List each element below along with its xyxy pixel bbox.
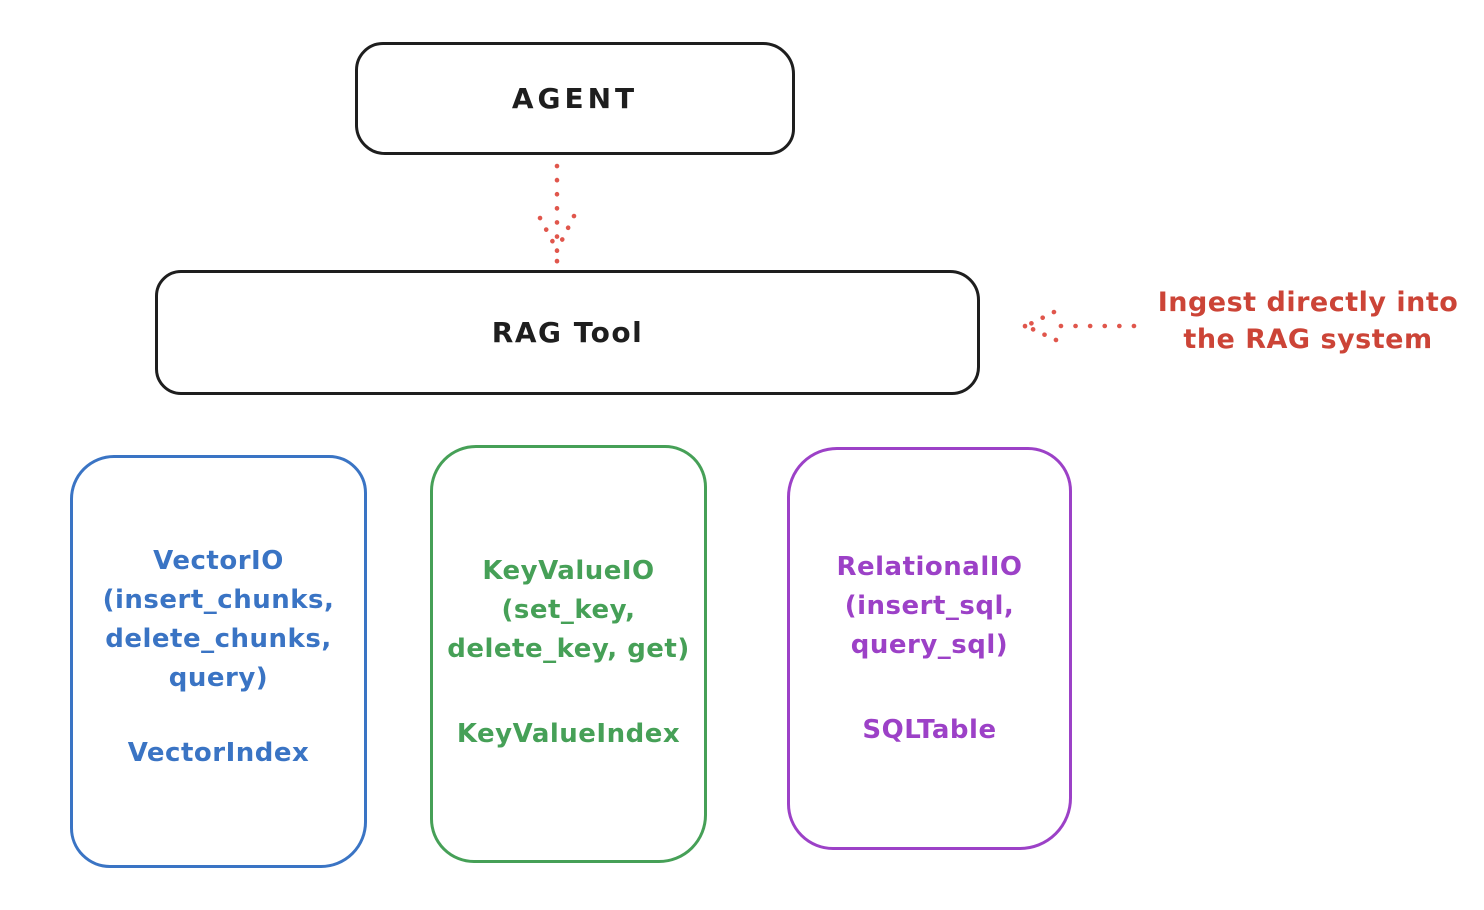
- store-box-relational-io: RelationalIO (insert_sql, query_sql) SQL…: [787, 447, 1072, 850]
- vector-io-methods-line-2: delete_chunks,: [105, 624, 332, 654]
- vector-io-title: VectorIO: [153, 546, 284, 576]
- vector-index-label: VectorIndex: [127, 738, 310, 768]
- sql-table-label: SQLTable: [862, 715, 997, 745]
- vector-io-methods-line-3: query): [168, 663, 269, 693]
- annotation-to-rag-dotted-arrow-icon: [1022, 309, 1137, 343]
- vector-io-methods-line-1: (insert_chunks,: [102, 585, 335, 615]
- rag-tool-label: RAG Tool: [491, 316, 644, 349]
- keyvalue-io-methods-line-1: (set_key,: [501, 595, 636, 625]
- relational-io-methods-line-2: query_sql): [850, 630, 1009, 660]
- agent-to-rag-dotted-arrow-icon: [537, 163, 577, 264]
- store-box-vector-io: VectorIO (insert_chunks, delete_chunks, …: [70, 455, 367, 868]
- ingest-annotation-line-2: the RAG system: [1183, 324, 1433, 355]
- relational-io-methods-line-1: (insert_sql,: [844, 591, 1015, 621]
- ingest-annotation: Ingest directly into the RAG system: [1140, 284, 1476, 358]
- relational-io-title: RelationalIO: [836, 552, 1023, 582]
- agent-label: AGENT: [511, 82, 639, 115]
- keyvalue-io-methods-line-2: delete_key, get): [447, 634, 690, 664]
- keyvalue-io-title: KeyValueIO: [482, 556, 655, 586]
- keyvalue-index-label: KeyValueIndex: [456, 719, 681, 749]
- store-box-keyvalue-io: KeyValueIO (set_key, delete_key, get) Ke…: [430, 445, 707, 863]
- rag-tool-box: RAG Tool: [155, 270, 980, 395]
- agent-box: AGENT: [355, 42, 795, 155]
- ingest-annotation-line-1: Ingest directly into: [1157, 287, 1459, 318]
